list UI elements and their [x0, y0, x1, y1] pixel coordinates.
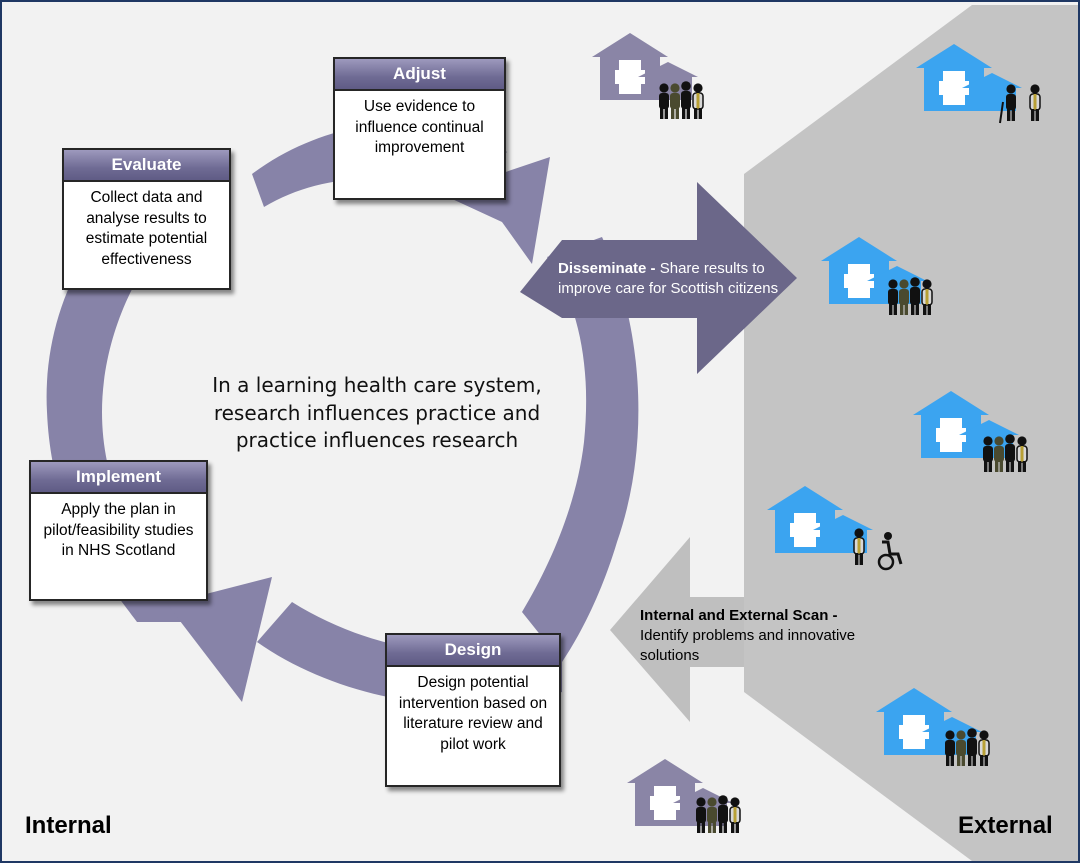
step-adjust-body: Use evidence to influence continual impr…: [355, 98, 484, 156]
center-statement: In a learning health care system, resear…: [212, 373, 542, 452]
step-design-body: Design potential intervention based on l…: [398, 674, 548, 753]
step-evaluate: Evaluate Collect data and analyse result…: [62, 148, 231, 290]
disseminate-label: Disseminate -: [558, 260, 660, 277]
scan-text: Internal and External Scan - Identify pr…: [640, 606, 915, 666]
scan-label: Internal and External Scan -: [640, 607, 838, 624]
disseminate-text: Disseminate - Share results to improve c…: [558, 259, 788, 299]
step-design: Design Design potential intervention bas…: [385, 633, 561, 787]
step-design-title: Design: [387, 635, 559, 667]
step-implement-body: Apply the plan in pilot/feasibility stud…: [43, 501, 194, 559]
step-adjust-title: Adjust: [335, 59, 504, 91]
external-label: External: [958, 812, 1053, 839]
disseminate-description: Share results to improve care for Scotti…: [558, 260, 779, 297]
step-implement-title: Implement: [31, 462, 206, 494]
internal-label: Internal: [25, 812, 112, 839]
scan-description: Identify problems and innovative solutio…: [640, 627, 856, 664]
step-implement: Implement Apply the plan in pilot/feasib…: [29, 460, 208, 601]
step-adjust: Adjust Use evidence to influence continu…: [333, 57, 506, 200]
step-evaluate-body: Collect data and analyse results to esti…: [85, 189, 208, 268]
step-evaluate-title: Evaluate: [64, 150, 229, 182]
